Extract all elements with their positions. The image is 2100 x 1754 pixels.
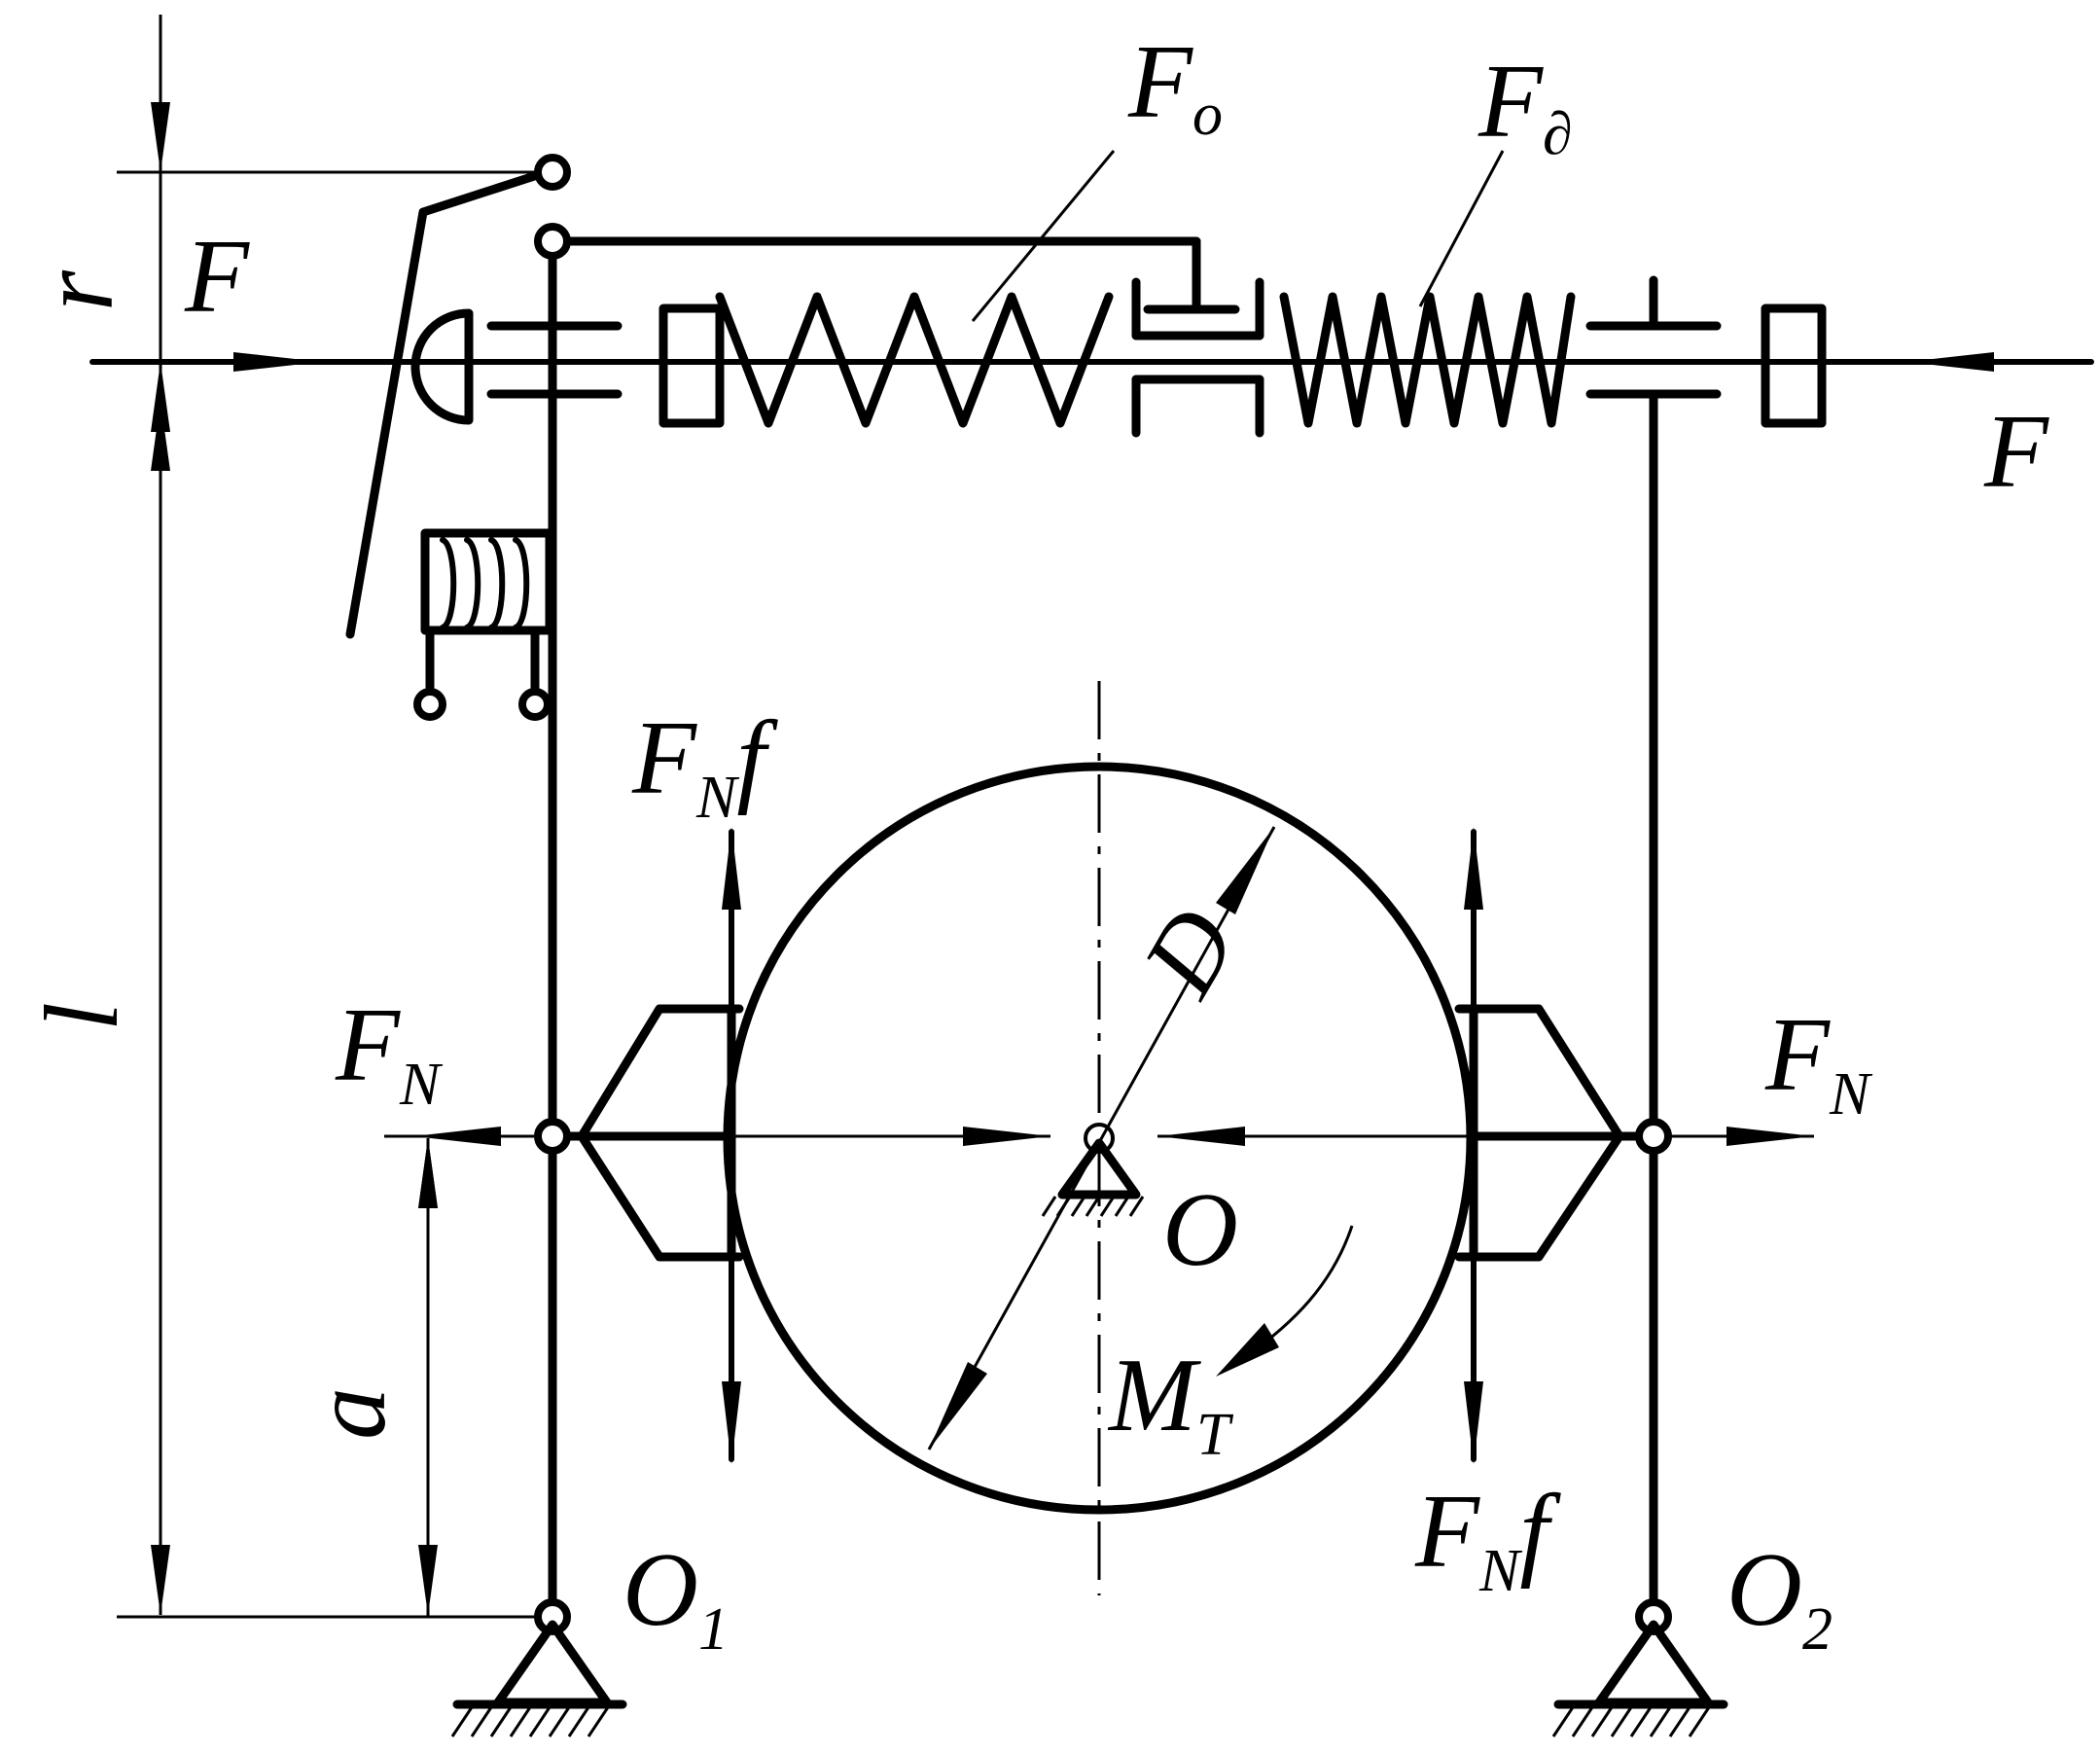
friction-upper-right-arrow bbox=[1464, 827, 1483, 910]
brake-drum bbox=[723, 681, 1476, 1595]
release-handle-arm bbox=[345, 165, 557, 639]
left-stop-block bbox=[658, 304, 725, 428]
right-shoe-pin bbox=[1635, 1118, 1672, 1155]
normal-arrow-right-out bbox=[1726, 1127, 1814, 1146]
coil-terminal-right bbox=[518, 688, 552, 721]
secondary-spring bbox=[1279, 292, 1576, 428]
main-rod bbox=[89, 352, 2094, 372]
left-shoe-pin bbox=[534, 1118, 571, 1155]
label-friction-lower: FNf bbox=[1414, 1474, 1561, 1604]
labels: F F r l a Fo F∂ FN FN FNf FNf D O O1 O2 … bbox=[19, 24, 2049, 1663]
electromagnet bbox=[413, 528, 554, 721]
diameter-arrow-top bbox=[1216, 827, 1274, 914]
friction-lower-right-arrow bbox=[1464, 1381, 1483, 1464]
label-l: l bbox=[24, 1002, 140, 1031]
torque-arrow bbox=[1216, 1323, 1279, 1377]
label-pivot-right: O2 bbox=[1726, 1532, 1833, 1663]
normal-arrow-right-in bbox=[1157, 1127, 1245, 1146]
label-pivot-left: O1 bbox=[623, 1532, 729, 1663]
left-brake-shoe bbox=[552, 827, 744, 1464]
label-r: r bbox=[19, 269, 135, 311]
friction-upper-left-arrow bbox=[722, 827, 741, 910]
left-ground-support bbox=[450, 1620, 627, 1737]
normal-arrow-left-out bbox=[413, 1127, 501, 1146]
diameter-line bbox=[927, 826, 1276, 1450]
a-arrow-top-upper bbox=[418, 1138, 438, 1208]
leader-line-fo bbox=[971, 150, 1116, 322]
right-support-triangle bbox=[1594, 1620, 1713, 1707]
label-friction-upper: FNf bbox=[631, 700, 778, 831]
label-force-right: F bbox=[1983, 394, 2049, 510]
force-arrow-right bbox=[1906, 352, 1994, 372]
right-lever bbox=[1585, 275, 1722, 1622]
label-normal-left: FN bbox=[335, 987, 444, 1118]
rod-head-knob bbox=[410, 308, 474, 425]
center-hatch bbox=[1041, 1196, 1145, 1217]
normal-arrow-left-in bbox=[963, 1127, 1050, 1146]
damper bbox=[1131, 277, 1264, 438]
friction-lower-left-arrow bbox=[722, 1381, 741, 1464]
label-torque: MT bbox=[1107, 1338, 1234, 1468]
right-ground-support bbox=[1551, 1620, 1728, 1737]
label-force-left: F bbox=[184, 219, 250, 335]
force-arrow-left bbox=[233, 352, 321, 372]
coil-frame bbox=[420, 528, 554, 635]
left-ground-hatch bbox=[450, 1706, 610, 1737]
leader-line-fd bbox=[1418, 150, 1505, 307]
handle-top-pin bbox=[534, 154, 571, 191]
coil-windings bbox=[440, 537, 530, 630]
l-arrow-top bbox=[151, 401, 170, 471]
label-spring-d: F∂ bbox=[1477, 44, 1573, 167]
label-center: O bbox=[1162, 1172, 1238, 1288]
r-arrow-bottom bbox=[151, 362, 170, 432]
diameter-arrow-bottom bbox=[929, 1362, 987, 1450]
label-spring-o: Fo bbox=[1127, 24, 1223, 148]
link-pin bbox=[534, 223, 571, 260]
drum-center-support bbox=[1057, 1138, 1141, 1199]
right-brake-shoe bbox=[1454, 827, 1649, 1464]
coil-terminal-left bbox=[413, 688, 446, 721]
l-arrow-bottom bbox=[151, 1545, 170, 1615]
right-stop-block bbox=[1761, 304, 1827, 428]
left-support-triangle bbox=[493, 1620, 612, 1707]
dimension-lines bbox=[117, 15, 550, 1619]
label-diameter: D bbox=[1121, 890, 1260, 1016]
main-spring bbox=[715, 292, 1114, 428]
right-ground-hatch bbox=[1551, 1706, 1711, 1737]
left-lever bbox=[486, 236, 1201, 1622]
release-handle bbox=[345, 165, 557, 639]
label-normal-right: FN bbox=[1764, 997, 1873, 1128]
label-a: a bbox=[292, 1387, 408, 1440]
a-arrow-bottom bbox=[418, 1545, 438, 1615]
normal-forces bbox=[384, 1127, 1814, 1146]
r-arrow-top bbox=[151, 102, 170, 172]
